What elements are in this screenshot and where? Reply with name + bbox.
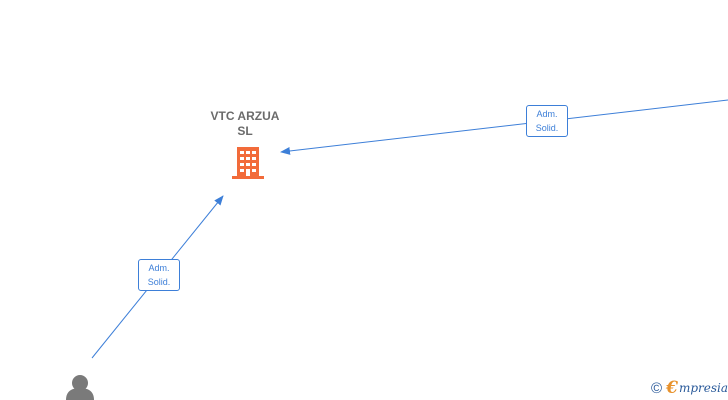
footer-copyright: © € mpresia bbox=[651, 377, 728, 399]
company-name[interactable]: VTC ARZUA SL bbox=[195, 109, 295, 139]
brand-logo-initial: € bbox=[666, 378, 678, 398]
copyright-icon: © bbox=[651, 379, 663, 397]
edge-line-top bbox=[280, 99, 728, 155]
edge-label-top[interactable]: Adm. Solid. bbox=[526, 105, 568, 137]
company-name-line2: SL bbox=[237, 124, 253, 138]
company-name-line1: VTC ARZUA bbox=[210, 109, 280, 123]
brand-logo-text[interactable]: mpresia bbox=[678, 381, 728, 395]
person-icon[interactable] bbox=[66, 375, 94, 400]
edge-label-left-line2: Solid. bbox=[147, 277, 171, 287]
edge-label-top-line2: Solid. bbox=[535, 123, 559, 133]
edge-label-left[interactable]: Adm. Solid. bbox=[138, 259, 180, 291]
edge-label-top-line1: Adm. bbox=[536, 109, 558, 119]
building-icon[interactable] bbox=[232, 147, 264, 179]
edge-label-left-line1: Adm. bbox=[148, 263, 170, 273]
